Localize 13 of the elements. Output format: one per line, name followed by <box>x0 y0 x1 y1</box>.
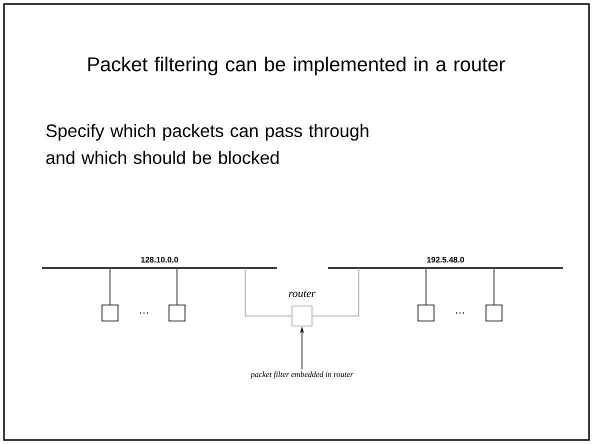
host-box <box>102 304 118 322</box>
connector-line <box>312 268 360 316</box>
connector-line <box>244 268 292 316</box>
node-label: router <box>288 290 316 298</box>
host-box <box>168 304 186 322</box>
ellipsis: … <box>140 312 148 314</box>
body-text: Specify which packets can pass through and which should be blocked <box>46 124 368 164</box>
host-box <box>418 304 434 322</box>
slide-title: Packet filtering can be implemented in a router <box>88 56 505 76</box>
router-box: router <box>288 290 316 326</box>
host-box <box>486 304 502 322</box>
connector-line <box>176 268 178 305</box>
ellipsis: … <box>456 312 464 314</box>
